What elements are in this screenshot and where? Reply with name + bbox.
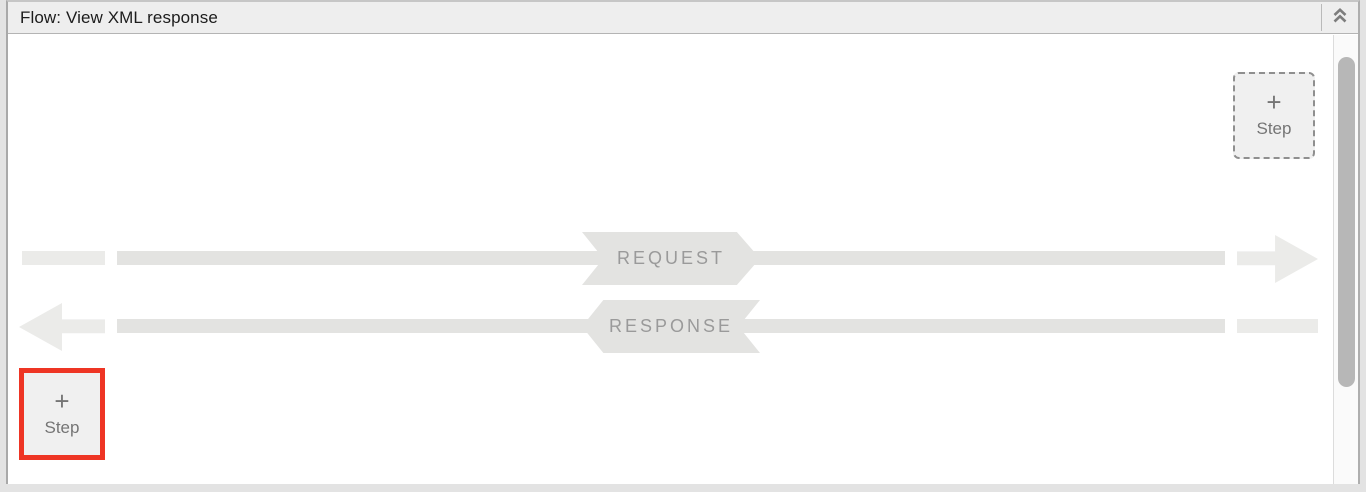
vertical-scrollbar-thumb[interactable] (1338, 57, 1355, 387)
response-arrowhead-left-icon (19, 303, 105, 351)
vertical-scrollbar-track[interactable] (1333, 35, 1358, 484)
add-step-label: Step (1256, 119, 1292, 138)
request-label: REQUEST (616, 248, 725, 268)
add-step-label: Step (44, 417, 80, 437)
chevron-double-up-icon (1331, 7, 1349, 29)
panel-title: Flow: View XML response (20, 7, 218, 27)
request-banner[interactable]: REQUEST (582, 232, 760, 285)
response-line-tail (1237, 319, 1318, 333)
request-arrowhead-right-icon (1237, 235, 1318, 283)
add-step-button-bottom[interactable]: + Step (24, 373, 100, 455)
flow-canvas: + Step REQUEST RESPONSE + Step (8, 35, 1358, 484)
plus-icon: + (1266, 87, 1282, 117)
highlight-annotation-box: + Step (19, 368, 105, 460)
collapse-panel-button[interactable] (1321, 4, 1358, 31)
flow-panel-header: Flow: View XML response (8, 2, 1358, 34)
response-label: RESPONSE (608, 316, 734, 336)
plus-icon: + (54, 385, 70, 416)
add-step-button-top[interactable]: + Step (1233, 72, 1315, 159)
request-line-tail (22, 251, 105, 265)
response-banner[interactable]: RESPONSE (582, 300, 760, 353)
flow-panel: Flow: View XML response + Step (6, 0, 1360, 484)
